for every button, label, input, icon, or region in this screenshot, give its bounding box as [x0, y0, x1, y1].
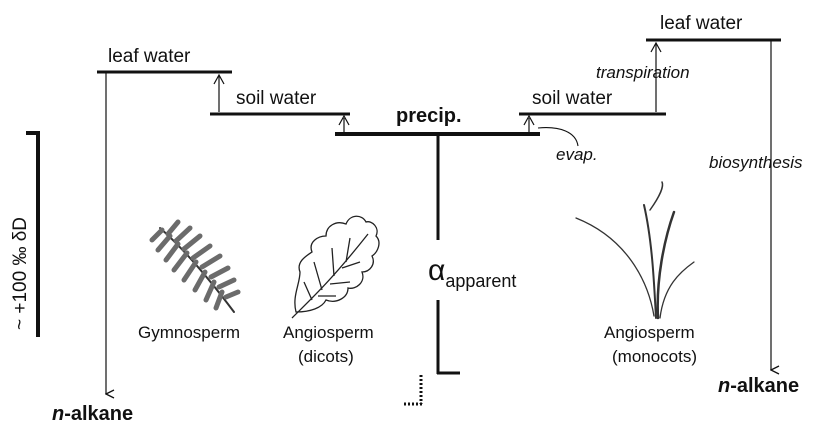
leaf-water-left-label: leaf water — [108, 46, 191, 67]
evap-curve — [538, 128, 578, 146]
arrow-precip-to-soil-left — [339, 116, 349, 132]
n-alkane-right: n-alkane — [718, 375, 799, 397]
scale-label: ~ +100 ‰ δD — [10, 217, 31, 330]
leaf-water-right: leaf water — [646, 13, 781, 40]
soil-water-right: soil water — [519, 88, 666, 114]
gymnosperm-icon — [152, 222, 238, 312]
n-alkane-left: n-alkane — [52, 403, 133, 425]
soil-water-right-label: soil water — [532, 88, 613, 109]
leaf-water-right-label: leaf water — [660, 13, 743, 34]
precip-line: precip. — [335, 105, 540, 134]
soil-water-left-label: soil water — [236, 88, 317, 109]
plant-2-sub: (monocots) — [612, 347, 697, 366]
dicot-leaf-icon — [292, 216, 379, 318]
monocot-grass-icon — [576, 182, 694, 318]
plant-1-name: Angiosperm — [283, 323, 374, 342]
arrow-precip-to-soil-right — [524, 116, 534, 132]
arrow-soil-to-leaf-left — [214, 75, 224, 112]
alpha-apparent-label: αapparent — [428, 254, 516, 291]
evap-label: evap. — [556, 145, 598, 164]
plant-0-name: Gymnosperm — [138, 323, 240, 342]
soil-water-left: soil water — [210, 88, 350, 114]
scale-bar: ~ +100 ‰ δD — [10, 133, 40, 337]
plant-2-name: Angiosperm — [604, 323, 695, 342]
leaf-water-left: leaf water — [97, 46, 232, 72]
precip-label: precip. — [396, 105, 462, 127]
transpiration-label: transpiration — [596, 63, 690, 82]
biosynthesis-label: biosynthesis — [709, 153, 803, 172]
plant-1-sub: (dicots) — [298, 347, 354, 366]
